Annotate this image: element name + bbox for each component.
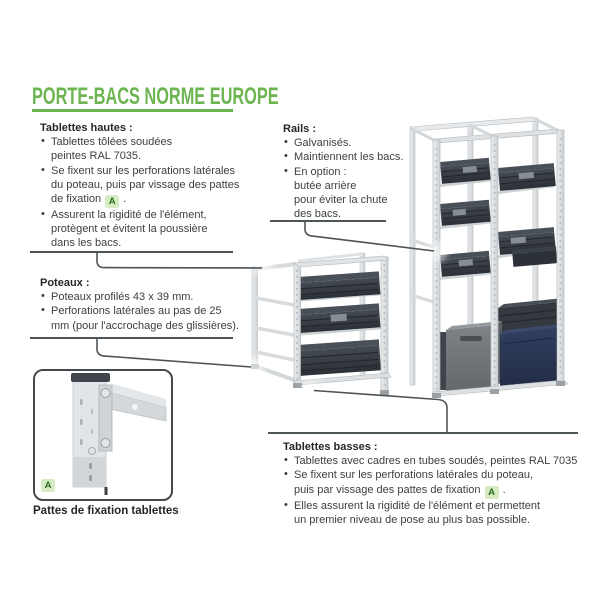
callout-highlights	[243, 242, 447, 400]
section-heading: Rails :	[283, 123, 317, 135]
bullet-item: Elles assurent la rigidité de l'élément …	[283, 498, 583, 527]
bullet-text: Se fixent sur les perforations latérales…	[51, 164, 240, 206]
detail-image-frame: A	[33, 369, 173, 501]
section-heading: Tablettes hautes :	[40, 122, 133, 134]
euro-bin	[440, 199, 491, 226]
section-rails: Rails : Galvanisés. Maintiennent les bac…	[283, 122, 413, 221]
euro-bin	[298, 339, 381, 376]
fixation-badge: A	[105, 195, 120, 209]
tall-rack	[409, 116, 569, 398]
bullet-item: Poteaux profilés 43 x 39 mm.	[40, 289, 255, 304]
bullet-text: Se fixent sur les perforations latérales…	[294, 469, 534, 496]
euro-bin	[298, 271, 381, 300]
left-rack	[251, 252, 392, 395]
euro-bin	[440, 157, 491, 184]
section-heading: Poteaux :	[40, 277, 90, 289]
bullet-item: Se fixent sur les perforations latérales…	[40, 163, 250, 209]
detail-illustration	[35, 371, 167, 495]
fixation-badge: A	[41, 479, 55, 492]
euro-bin	[512, 246, 558, 267]
bullet-item: Assurent la rigidité de l'élément, protè…	[40, 207, 250, 251]
bullet-suffix: .	[120, 193, 127, 206]
section-heading: Tablettes basses :	[283, 441, 378, 453]
title-underline	[32, 109, 233, 112]
bullet-item: Tablettes avec cadres en tubes soudés, p…	[283, 453, 583, 468]
section-poteaux: Poteaux : Poteaux profilés 43 x 39 mm. P…	[40, 276, 255, 333]
bullet-item: Se fixent sur les perforations latérales…	[283, 467, 583, 499]
navy-bin	[500, 324, 562, 390]
euro-bin	[298, 303, 381, 333]
bullet-item: En option : butée arrière pour éviter la…	[283, 164, 413, 222]
fixation-badge: A	[484, 485, 499, 499]
section-tablettes-hautes: Tablettes hautes : Tablettes tôlées soud…	[40, 121, 250, 251]
section-tablettes-basses: Tablettes basses : Tablettes avec cadres…	[283, 440, 583, 527]
euro-bin	[440, 250, 491, 277]
callout-lines	[96, 221, 448, 432]
bullet-item: Perforations latérales au pas de 25 mm (…	[40, 303, 255, 332]
page-title: PORTE-BACS NORME EUROPE	[32, 83, 279, 110]
bullet-item: Tablettes tôlées soudées peintes RAL 703…	[40, 134, 250, 163]
bullet-item: Galvanisés.	[283, 135, 413, 150]
detail-caption: Pattes de fixation tablettes	[33, 505, 179, 517]
bullet-suffix: .	[499, 483, 506, 496]
euro-bin	[497, 163, 556, 191]
bullet-item: Maintiennent les bacs.	[283, 149, 413, 164]
